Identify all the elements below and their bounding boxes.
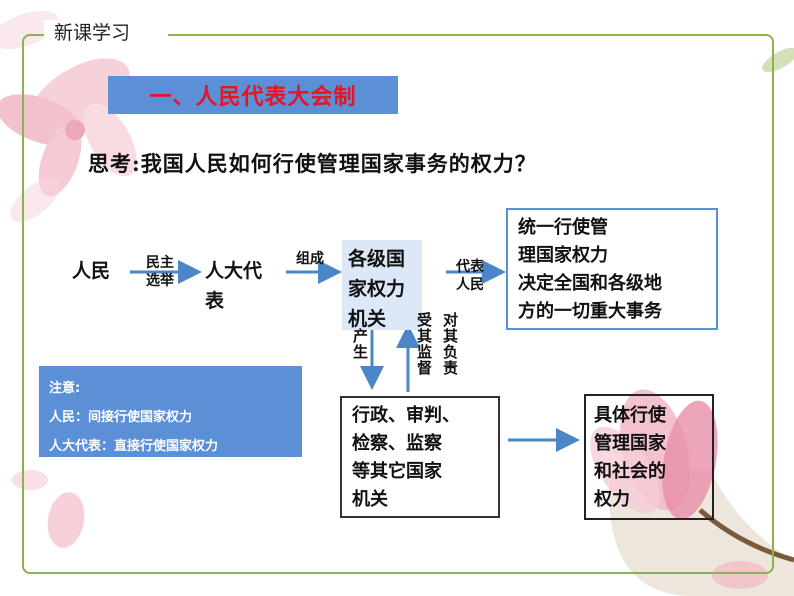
node-specific-line4: 权力 (594, 489, 630, 510)
label-represent: 代表 人民 (456, 258, 484, 294)
node-npc-deputies: 人大代 表 (205, 256, 262, 316)
node-specific-line2: 管理国家 (594, 433, 666, 454)
node-state-line4: 机关 (352, 489, 388, 510)
note-line2: 人大代表：直接行使国家权力 (49, 439, 219, 454)
node-state-line2: 检察、监察 (352, 433, 442, 454)
note-title: 注意: (49, 381, 81, 396)
node-unified-line4: 方的一切重大事务 (518, 301, 662, 322)
node-unified-line1: 统一行使管 (518, 217, 608, 238)
node-organs-line2: 家权力 (348, 278, 406, 300)
node-state-line1: 行政、审判、 (352, 405, 460, 426)
node-unified-line2: 理国家权力 (518, 245, 608, 266)
node-organs-line1: 各级国 (348, 248, 406, 270)
note-line1: 人民：间接行使国家权力 (49, 410, 193, 425)
node-specific-exercise: 具体行使 管理国家 和社会的 权力 (584, 394, 714, 520)
node-people: 人民 (72, 260, 111, 282)
section-title: 一、人民代表大会制 (108, 76, 398, 114)
node-npc-line1: 人大代 (205, 260, 263, 282)
node-state-organs: 行政、审判、 检察、监察 等其它国家 机关 (340, 396, 500, 518)
section-title-text: 一、人民代表大会制 (149, 85, 357, 110)
node-unified-exercise: 统一行使管 理国家权力 决定全国和各级地 方的一切重大事务 (506, 208, 718, 330)
label-compose: 组成 (296, 251, 324, 267)
tab-label: 新课学习 (44, 20, 168, 46)
node-specific-line1: 具体行使 (594, 405, 666, 426)
label-responsible: 对其负责 (441, 312, 459, 376)
question-text: 思考:我国人民如何行使管理国家事务的权力？ (88, 151, 537, 176)
label-represent-line1: 代表 (456, 259, 484, 275)
content-frame (22, 34, 774, 574)
label-democratic-line2: 选举 (146, 273, 174, 289)
label-democratic-line1: 民主 (146, 255, 174, 271)
node-power-organs: 各级国 家权力 机关 (342, 240, 422, 330)
node-unified-line3: 决定全国和各级地 (518, 273, 662, 294)
note-box: 注意: 人民：间接行使国家权力 人大代表：直接行使国家权力 (39, 366, 302, 457)
node-state-line3: 等其它国家 (352, 461, 442, 482)
node-organs-line3: 机关 (348, 308, 387, 330)
node-specific-line3: 和社会的 (594, 461, 666, 482)
label-represent-line2: 人民 (456, 277, 484, 293)
label-democratic: 民主 选举 (146, 254, 174, 290)
label-supervised: 受其监督 (415, 312, 433, 376)
node-npc-line2: 表 (205, 290, 225, 312)
label-produce: 产生 (351, 328, 369, 360)
